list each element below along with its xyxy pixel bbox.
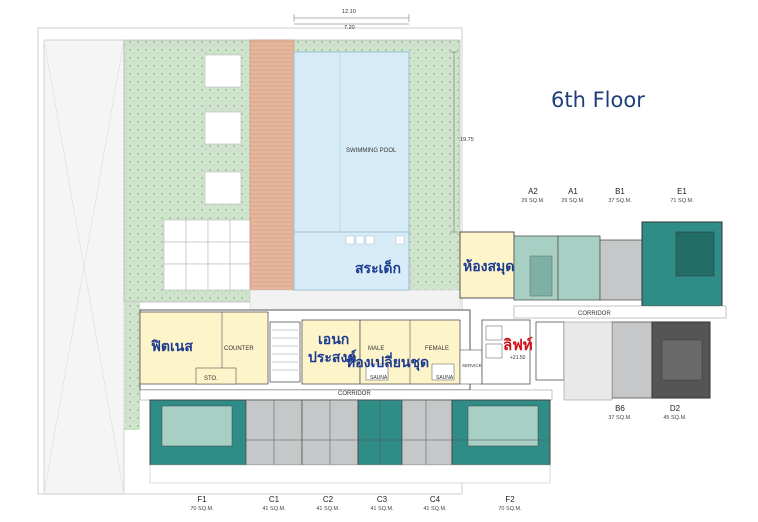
- floor-title: 6th Floor: [551, 88, 645, 112]
- unit-code-b1: B1: [615, 187, 625, 196]
- corridor-top: [513, 305, 727, 319]
- sauna-right-label: SAUNA: [436, 375, 454, 381]
- dimension-lines: [293, 14, 458, 233]
- sauna-room-right: [431, 363, 455, 381]
- unit-area-b1: 37 SQ.M.: [608, 198, 632, 204]
- unit-code-d2: D2: [669, 404, 681, 413]
- planter-box: [204, 171, 242, 205]
- sauna-room-left: [365, 363, 389, 381]
- unit-area-d2: 45 SQ.M.: [663, 415, 687, 421]
- unit-area-e1: 71 SQ.M.: [670, 198, 694, 204]
- unit-code-f1: F1: [197, 495, 207, 504]
- unit-area-b6: 37 SQ.M.: [608, 415, 632, 421]
- unit-code-e1: E1: [677, 187, 687, 196]
- dimension-label-depth: 19.75: [460, 137, 474, 143]
- library-room: [459, 231, 515, 299]
- lift-core: [481, 319, 531, 385]
- unit-a1-inner: [529, 255, 553, 297]
- dimension-label-total: 12.10: [342, 9, 356, 15]
- unit-area-c2: 41 SQ.M.: [316, 506, 340, 512]
- lift-label: ลิฟท์: [503, 336, 533, 354]
- wood-deck: [249, 39, 295, 291]
- sauna-left-label: SAUNA: [370, 375, 388, 381]
- dimension-label-inner: 7.20: [344, 25, 355, 31]
- unit-code-f2: F2: [505, 495, 515, 504]
- unit-a1: [557, 235, 601, 301]
- stair-treads: [272, 329, 298, 371]
- swimming-pool: [293, 51, 410, 233]
- multipurpose-label-line2: ประสงค์: [308, 350, 357, 366]
- unit-code-c2: C2: [322, 495, 334, 504]
- male-label: MALE: [368, 346, 385, 352]
- unit-code-a1: A1: [568, 187, 578, 196]
- stair-core-right: [535, 321, 565, 381]
- lift-shaft: [485, 343, 503, 359]
- service-label: SERVICE: [462, 363, 482, 368]
- garden-area-left: [124, 302, 140, 430]
- corridor-bottom-label: CORRIDOR: [338, 391, 371, 397]
- paving-grid: [163, 219, 251, 291]
- unit-c4: [401, 399, 453, 466]
- unit-area-f2: 70 SQ.M.: [498, 506, 522, 512]
- unit-area-c4: 41 SQ.M.: [423, 506, 447, 512]
- unit-partitions: [246, 400, 550, 465]
- unit-code-c1: C1: [268, 495, 280, 504]
- deck-walk: [249, 289, 461, 311]
- right-balcony: [563, 321, 613, 401]
- unit-area-c1: 41 SQ.M.: [262, 506, 286, 512]
- unit-f1-inner: [161, 405, 233, 447]
- storage-label: STO.: [204, 376, 218, 382]
- unit-code-a2: A2: [528, 187, 538, 196]
- unit-area-a2: 29 SQ.M.: [521, 198, 545, 204]
- library-label: ห้องสมุด: [463, 259, 515, 275]
- planter-box: [204, 54, 242, 88]
- storage-room: [195, 367, 237, 385]
- unit-code-c3: C3: [376, 495, 388, 504]
- counter-label: COUNTER: [224, 346, 254, 352]
- unit-f2-inner: [467, 405, 539, 447]
- unit-d2-inner: [661, 339, 703, 381]
- unit-code-b6: B6: [615, 404, 625, 413]
- female-label: FEMALE: [425, 346, 450, 352]
- lift-level-label: +21.50: [510, 355, 526, 361]
- corridor-top-label: CORRIDOR: [578, 311, 611, 317]
- multipurpose-label-line1: เอนก: [318, 332, 350, 348]
- unit-b6: [611, 321, 653, 399]
- unit-area-a1: 29 SQ.M.: [561, 198, 585, 204]
- unit-area-f1: 70 SQ.M.: [190, 506, 214, 512]
- unit-b1: [599, 239, 643, 301]
- unit-area-c3: 41 SQ.M.: [370, 506, 394, 512]
- balcony-strip: [149, 464, 551, 484]
- unit-e1-inner: [675, 231, 715, 277]
- lift-shaft: [485, 325, 503, 341]
- fitness-label: ฟิตเนส: [151, 339, 193, 355]
- stair-core: [269, 321, 301, 383]
- multipurpose-room: [301, 319, 361, 385]
- swimming-pool-label: SWIMMING POOL: [346, 148, 397, 154]
- kids-pool-label: สระเด็ก: [355, 261, 401, 277]
- planter-box: [204, 111, 242, 145]
- unit-code-c4: C4: [429, 495, 441, 504]
- pool-steps: [345, 235, 405, 245]
- changing-room-label: ห้องเปลี่ยนชุด: [346, 355, 430, 371]
